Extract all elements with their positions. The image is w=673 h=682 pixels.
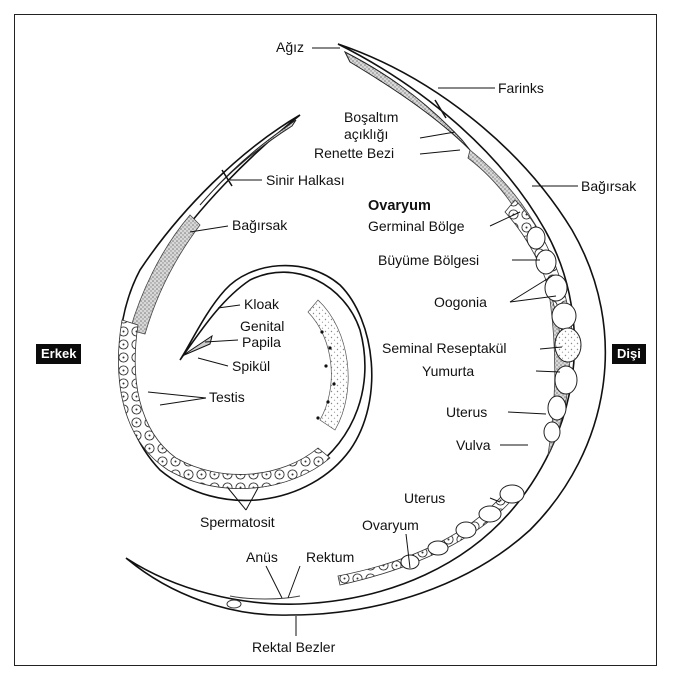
label-excretory-pore-2: açıklığı	[344, 126, 388, 142]
label-intestine-female: Bağırsak	[581, 178, 637, 194]
label-rectum: Rektum	[306, 549, 354, 565]
label-anus: Anüs	[246, 549, 278, 565]
label-ovary-lower: Ovaryum	[362, 517, 419, 533]
label-intestine-male: Bağırsak	[232, 217, 288, 233]
label-cloaca: Kloak	[244, 296, 280, 312]
label-genital-1: Genital	[240, 318, 284, 334]
label-uterus-lower: Uterus	[404, 490, 445, 506]
label-genital-2: Papila	[242, 334, 281, 350]
male-tag: Erkek	[36, 344, 81, 364]
label-spermatocyte: Spermatosit	[200, 514, 275, 530]
label-vulva: Vulva	[456, 437, 491, 453]
label-growth-zone: Büyüme Bölgesi	[378, 252, 479, 268]
label-rectal-glands: Rektal Bezler	[252, 639, 336, 655]
label-testis: Testis	[209, 389, 245, 405]
label-uterus-upper: Uterus	[446, 404, 487, 420]
label-excretory-pore-1: Boşaltım	[344, 109, 398, 125]
label-oogonia: Oogonia	[434, 294, 487, 310]
label-pharynx: Farinks	[498, 80, 544, 96]
label-mouth: Ağız	[276, 39, 304, 55]
female-tag: Dişi	[612, 344, 646, 364]
label-nerve-ring: Sinir Halkası	[266, 172, 345, 188]
label-renette-gland: Renette Bezi	[314, 145, 394, 161]
label-seminal-receptacle: Seminal Reseptakül	[382, 340, 507, 356]
label-germinal-zone: Germinal Bölge	[368, 218, 465, 234]
label-spicule: Spikül	[232, 358, 270, 374]
label-ovary-heading: Ovaryum	[368, 198, 431, 214]
label-egg: Yumurta	[422, 363, 474, 379]
spicule-shape	[182, 336, 212, 356]
